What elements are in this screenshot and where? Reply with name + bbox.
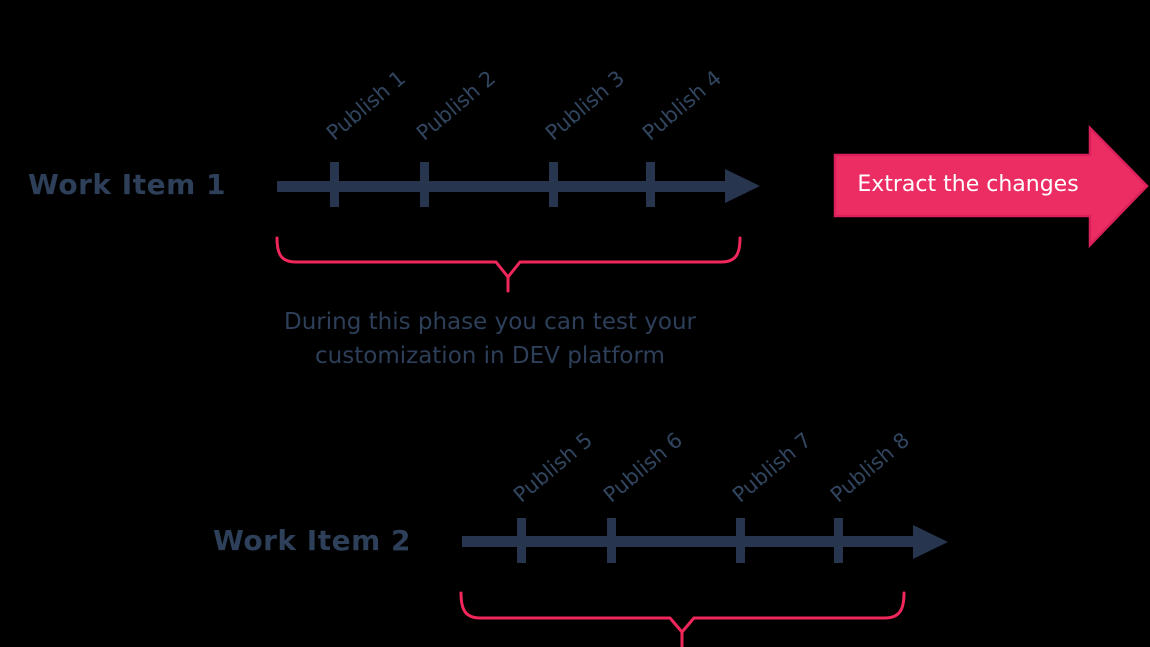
phase-annotation-line-2: customization in DEV platform (315, 343, 665, 369)
work-item-2-title: Work Item 2 (213, 524, 411, 557)
brace-2-curve (459, 591, 906, 634)
brace-1-curve (275, 236, 742, 279)
tick-mark (646, 162, 655, 207)
phase-annotation: During this phase you can test your cust… (240, 305, 740, 373)
extract-arrow-label: Extract the changes (857, 172, 1079, 197)
work-item-1-title: Work Item 1 (28, 168, 226, 201)
extract-arrow-shape (833, 124, 1149, 249)
tick-mark (420, 162, 429, 207)
timeline-2-arrowhead-icon (913, 525, 948, 559)
timeline-1-line (277, 181, 728, 192)
timeline-1-arrow (277, 162, 760, 207)
tick-mark (736, 518, 745, 563)
tick-mark (607, 518, 616, 563)
right-block-arrow-icon (833, 124, 1149, 249)
tick-mark (330, 162, 339, 207)
tick-mark (549, 162, 558, 207)
tick-mark (517, 518, 526, 563)
brace-2 (459, 591, 906, 647)
tick-mark (834, 518, 843, 563)
timeline-2-arrow (462, 518, 948, 563)
brace-1 (275, 236, 742, 293)
phase-annotation-line-1: During this phase you can test your (283, 309, 696, 335)
timeline-1-arrowhead-icon (725, 169, 760, 203)
timeline-2-line (462, 536, 917, 547)
